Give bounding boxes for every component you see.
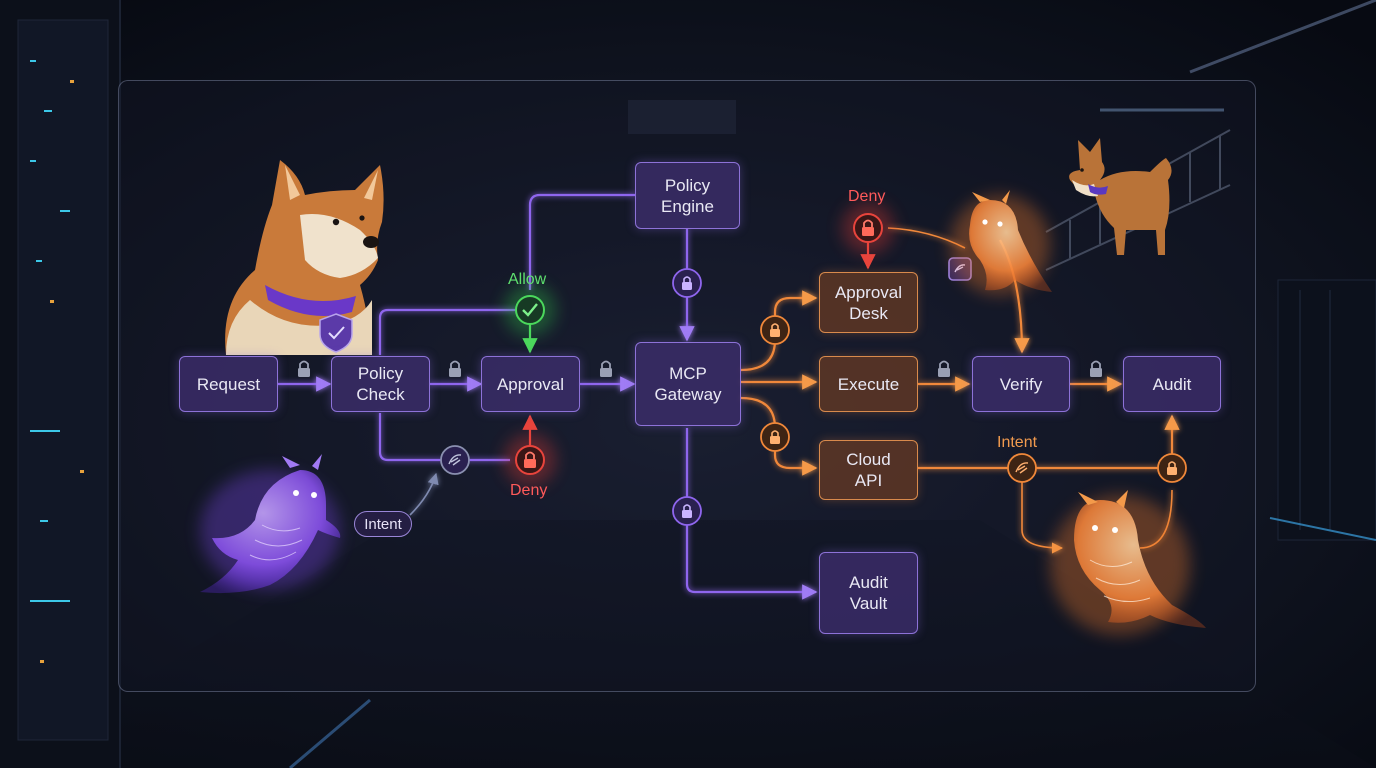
dog-figure	[225, 160, 384, 355]
edge-policy-engine-approval	[528, 193, 635, 290]
node-verify[interactable]: Verify	[972, 356, 1070, 412]
intent-label-right: Intent	[997, 434, 1038, 451]
lock-icon	[1090, 360, 1102, 377]
node-policy-engine[interactable]: Policy Engine	[635, 162, 740, 229]
purple-connectors	[278, 193, 818, 600]
dog-figure	[1069, 138, 1172, 255]
edge-cloud-api-audit	[918, 414, 1180, 470]
intent-pill-left: Intent	[354, 511, 412, 537]
edge-gateway-approval-desk	[740, 290, 818, 372]
lock-icon	[524, 451, 536, 468]
lock-icon	[672, 268, 702, 298]
server-rack-left	[0, 0, 121, 768]
intent-icon	[1007, 453, 1037, 483]
lock-icons-grey	[298, 360, 1102, 377]
node-policy-check[interactable]: Policy Check	[331, 356, 430, 412]
lock-icon	[938, 360, 950, 377]
lock-icon	[760, 422, 790, 452]
deny-indicator-left	[504, 414, 556, 486]
shield-icon	[319, 313, 353, 353]
lock-icon	[1157, 453, 1187, 483]
lock-icon	[862, 219, 874, 236]
node-approval[interactable]: Approval	[481, 356, 580, 412]
deny-indicator-top	[842, 202, 894, 270]
server-rack-right	[1269, 279, 1376, 541]
lock-icon	[760, 315, 790, 345]
edge-gateway-cloud-api	[740, 396, 818, 476]
allow-label: Allow	[508, 271, 547, 288]
node-approval-desk[interactable]: Approval Desk	[819, 272, 918, 333]
lock-icon	[298, 360, 310, 377]
ghost-figure	[950, 190, 1052, 295]
node-audit[interactable]: Audit	[1123, 356, 1221, 412]
ghost-figure	[200, 454, 341, 594]
ghost-figure	[1050, 490, 1206, 635]
edge-ghost-intent	[409, 472, 439, 516]
edge-policy-check-allow	[378, 308, 530, 355]
edge-gateway-audit-vault	[685, 428, 818, 600]
lock-badges-purple	[440, 268, 702, 526]
node-cloud-api[interactable]: Cloud API	[819, 440, 918, 500]
edge-policy-check-deny	[378, 413, 510, 462]
node-request[interactable]: Request	[179, 356, 278, 412]
node-audit-vault[interactable]: Audit Vault	[819, 552, 918, 634]
intent-icon	[440, 445, 470, 475]
allow-indicator	[504, 284, 556, 354]
lock-icon	[600, 360, 612, 377]
lock-icon	[449, 360, 461, 377]
deny-label-top: Deny	[848, 188, 886, 205]
node-execute[interactable]: Execute	[819, 356, 918, 412]
node-mcp-gateway[interactable]: MCP Gateway	[635, 342, 741, 426]
check-icon	[522, 303, 538, 317]
lock-icon	[672, 496, 702, 526]
deny-label-left: Deny	[510, 482, 548, 499]
